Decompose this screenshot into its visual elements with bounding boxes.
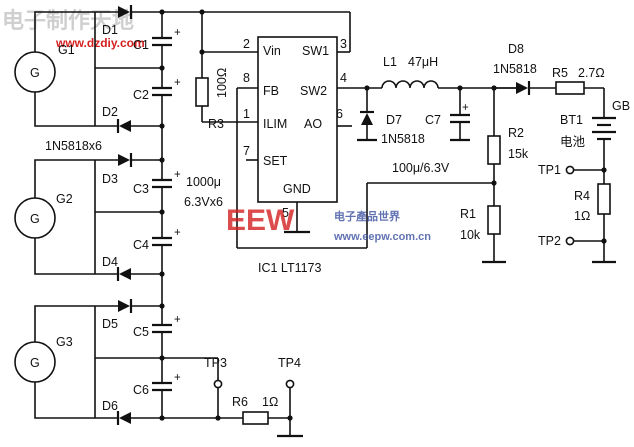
test-point-tp1-label: TP1	[538, 163, 561, 177]
ic-pin-ilim: ILIM	[263, 117, 287, 131]
resistor-r2-label: R2	[508, 126, 524, 140]
resistor-r4-value: 1Ω	[574, 209, 590, 223]
ic-pin-num-6: 6	[336, 107, 343, 121]
resistor-r3-label: R3	[208, 117, 224, 131]
ic-pin-vin: Vin	[263, 44, 281, 58]
generator-g1-symbol: G	[30, 66, 40, 80]
capacitor-ladder: + + + + + +	[95, 9, 218, 421]
ic-name: IC1 LT1173	[258, 261, 322, 275]
resistor-r3-value: 100Ω	[215, 68, 229, 98]
boost-stage: +	[337, 80, 520, 142]
generator-g1-label: G1	[58, 43, 75, 57]
resistor-r1-value: 10k	[460, 228, 481, 242]
ic-pin-sw2: SW2	[300, 84, 327, 98]
diode-d4-label: D4	[102, 255, 118, 269]
diode-d1: D1	[95, 5, 162, 37]
test-point-tp2-label: TP2	[538, 234, 561, 248]
diode-d8-part: 1N5818	[493, 62, 537, 76]
generator-g2-label: G2	[56, 192, 73, 206]
diode-d6-label: D6	[102, 399, 118, 413]
generator-g3-symbol: G	[30, 356, 40, 370]
svg-text:+: +	[174, 314, 181, 326]
ic-pin-num-5: 5	[282, 206, 289, 220]
resistor-r2-value: 15k	[508, 147, 529, 161]
svg-text:+: +	[174, 169, 181, 181]
svg-text:+: +	[174, 77, 181, 89]
resistor-r5-label: R5	[552, 66, 568, 80]
watermark-url: www.dzdiy.com	[55, 36, 145, 50]
battery-cn-label: 电池	[560, 135, 586, 149]
generator-g3-label: G3	[56, 335, 73, 349]
ic-pin-ao: AO	[304, 117, 322, 131]
capacitor-note-value: 1000μ	[186, 175, 221, 189]
capacitor-c6-label: C6	[133, 383, 149, 397]
capacitor-c4-label: C4	[133, 238, 149, 252]
generator-g3: G G3	[14, 335, 73, 383]
diode-d3-label: D3	[102, 172, 118, 186]
battery-gb-label: GB	[612, 99, 630, 113]
ic-pin-set: SET	[263, 154, 288, 168]
diode-d2: D2	[95, 105, 162, 133]
ic-pin-num-8: 8	[243, 71, 250, 85]
top-rail	[162, 9, 494, 249]
resistor-r1-label: R1	[460, 207, 476, 221]
ic-pin-fb: FB	[263, 84, 279, 98]
diode-d6: D6	[95, 399, 162, 425]
svg-text:+: +	[174, 27, 181, 39]
capacitor-note-rating: 6.3Vx6	[184, 195, 223, 209]
resistor-r6-value: 1Ω	[262, 395, 278, 409]
capacitor-c2-label: C2	[133, 88, 149, 102]
output-stage	[494, 81, 616, 264]
diode-d8-label: D8	[508, 42, 524, 56]
diode-d5: D5	[95, 299, 162, 331]
ic-pin-sw1: SW1	[302, 44, 329, 58]
capacitor-c3-label: C3	[133, 182, 149, 196]
diode-note: 1N5818x6	[45, 139, 102, 153]
feedback-divider	[482, 88, 506, 264]
svg-text:+: +	[174, 227, 181, 239]
battery-bt1-label: BT1	[560, 113, 583, 127]
ic-pin-num-3: 3	[340, 37, 347, 51]
ic-lt1173: Vin FB ILIM SET GND SW1 SW2 AO 2 8 1 7 3…	[243, 36, 352, 275]
generator-g1: G G1	[14, 43, 75, 93]
diode-d4: D4	[95, 255, 162, 281]
capacitor-c7-label: C7	[425, 113, 441, 127]
generator-g2-symbol: G	[30, 212, 40, 226]
svg-text:+: +	[174, 372, 181, 384]
diode-d7-label: D7	[386, 113, 402, 127]
diode-d2-label: D2	[102, 105, 118, 119]
watermark-logo: EEW	[226, 204, 295, 237]
diode-d5-label: D5	[102, 317, 118, 331]
ic-pin-gnd: GND	[283, 182, 311, 196]
ic-pin-num-1: 1	[243, 107, 250, 121]
test-point-tp3-label: TP3	[204, 356, 227, 370]
resistor-r6-label: R6	[232, 395, 248, 409]
generator-wiring	[34, 11, 96, 419]
watermark-mid: EEW 电子產品世界 www.eepw.com.cn	[226, 204, 431, 243]
bottom-measurement	[162, 358, 303, 438]
test-point-tp4-label: TP4	[278, 356, 301, 370]
ic-pin-num-2: 2	[243, 37, 250, 51]
resistor-r5-value: 2.7Ω	[578, 66, 605, 80]
generator-g2: G G2	[14, 192, 73, 239]
capacitor-c1-label: C1	[133, 38, 149, 52]
svg-text:+: +	[462, 102, 469, 114]
watermark-cn: 电子產品世界	[334, 209, 400, 223]
capacitor-c7-value: 100μ/6.3V	[392, 161, 450, 175]
watermark-url-mid: www.eepw.com.cn	[333, 231, 431, 243]
capacitor-c5-label: C5	[133, 325, 149, 339]
diode-d7-part: 1N5818	[381, 132, 425, 146]
inductor-l1-label: L1	[383, 55, 397, 69]
ic-pin-num-4: 4	[340, 71, 347, 85]
inductor-l1-value: 47μH	[408, 55, 438, 69]
resistor-r4-label: R4	[574, 189, 590, 203]
diode-d1-label: D1	[102, 23, 118, 37]
ic-pin-num-7: 7	[243, 144, 250, 158]
diode-d3: D3	[95, 153, 162, 186]
